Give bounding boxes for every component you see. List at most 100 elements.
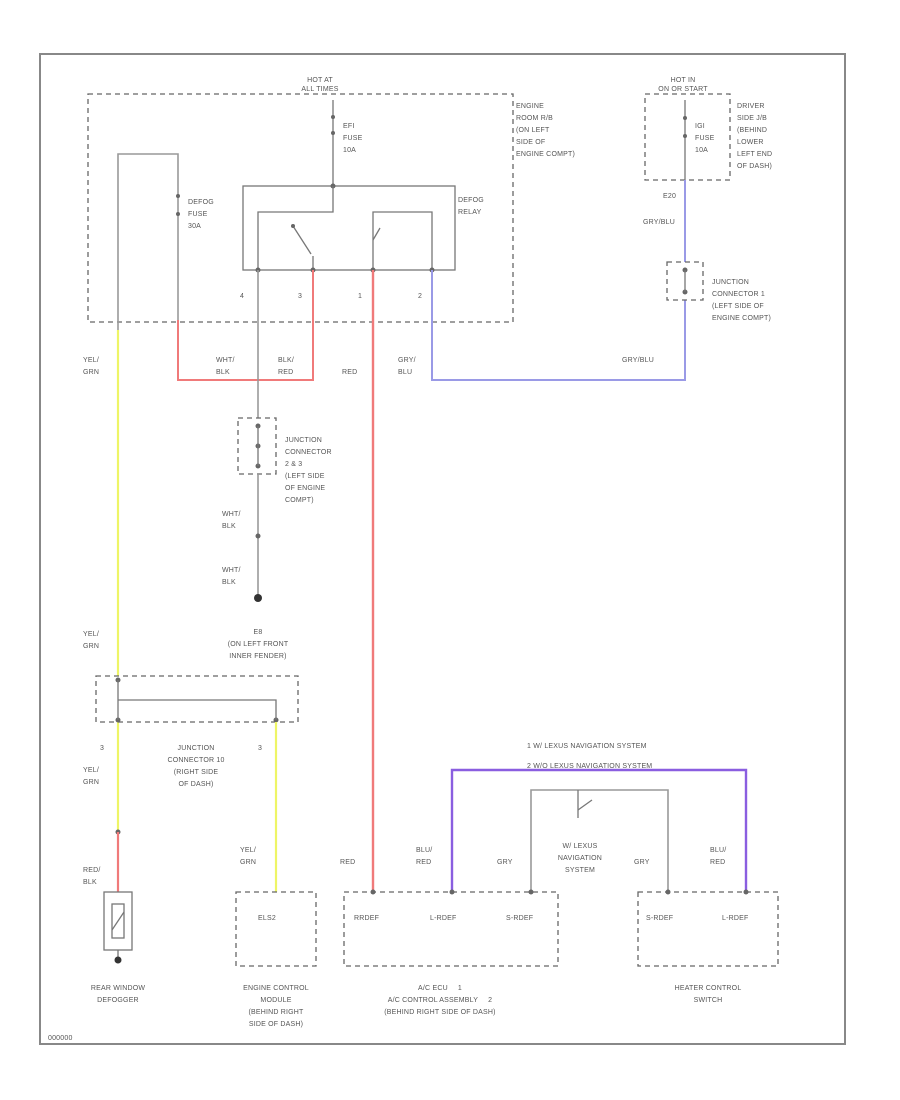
svg-text:BLK: BLK <box>83 879 97 886</box>
svg-text:HEATER CONTROL: HEATER CONTROL <box>675 985 742 992</box>
svg-text:OF DASH): OF DASH) <box>178 781 213 788</box>
diagram-id: 000000 <box>48 1035 73 1042</box>
svg-text:BLK: BLK <box>216 369 230 376</box>
svg-text:3: 3 <box>100 745 104 752</box>
svg-text:REAR WINDOW: REAR WINDOW <box>91 985 145 992</box>
svg-text:WHT/: WHT/ <box>222 511 241 518</box>
ecm-pin-label: ELS2 <box>258 915 276 922</box>
svg-text:RED: RED <box>416 859 431 866</box>
svg-text:(RIGHT SIDE: (RIGHT SIDE <box>174 769 219 776</box>
svg-text:BLK: BLK <box>222 579 236 586</box>
yel-grn-label-mid: YEL/ GRN <box>83 631 99 650</box>
ecm-box <box>235 891 317 967</box>
svg-text:(LEFT SIDE OF: (LEFT SIDE OF <box>712 303 764 310</box>
svg-text:(BEHIND: (BEHIND <box>737 127 767 134</box>
svg-text:SIDE OF DASH): SIDE OF DASH) <box>249 1021 303 1028</box>
blu-red-label-left: BLU/ RED <box>416 847 432 866</box>
efi-fuse-icon <box>331 100 335 186</box>
defog-relay-box <box>242 185 456 271</box>
red-fuse-to-relay-wire <box>177 270 314 381</box>
svg-text:YEL/: YEL/ <box>240 847 256 854</box>
ecm-label: ENGINE CONTROL MODULE (BEHIND RIGHT SIDE… <box>243 985 309 1028</box>
gry-blu-wire-label-top: GRY/BLU <box>643 219 675 226</box>
igi-fuse-icon <box>683 100 687 180</box>
svg-text:RED: RED <box>278 369 293 376</box>
ground-e8-label: E8 (ON LEFT FRONT INNER FENDER) <box>228 629 289 660</box>
svg-text:(ON LEFT FRONT: (ON LEFT FRONT <box>228 641 289 648</box>
svg-text:(ON LEFT: (ON LEFT <box>516 127 550 134</box>
ground-e8-icon <box>254 594 262 602</box>
svg-text:CONNECTOR: CONNECTOR <box>285 449 332 456</box>
wht-blk-label-low: WHT/ BLK <box>222 567 240 586</box>
e20-connector-label: E20 <box>663 193 676 200</box>
driver-side-jb-label: DRIVER SIDE J/B (BEHIND LOWER LEFT END O… <box>737 103 772 170</box>
efi-fuse-label: EFI FUSE 10A <box>343 123 363 154</box>
igi-fuse-label: IGI FUSE 10A <box>695 123 714 154</box>
rear-defogger-label: REAR WINDOW DEFOGGER <box>91 985 145 1004</box>
svg-text:CONNECTOR 1: CONNECTOR 1 <box>712 291 765 298</box>
hot-in-on-label: HOT IN ON OR START <box>658 77 708 93</box>
diagram-frame <box>39 53 846 1045</box>
svg-text:DEFOG: DEFOG <box>188 199 214 206</box>
svg-text:DEFOGGER: DEFOGGER <box>97 997 139 1004</box>
svg-text:NAVIGATION: NAVIGATION <box>558 855 602 862</box>
svg-text:3: 3 <box>258 745 262 752</box>
svg-text:2: 2 <box>418 293 422 300</box>
relay-coil-icon <box>372 211 433 270</box>
svg-text:2 W/O LEXUS NAVIGATION SYST: 2 W/O LEXUS NAVIGATION SYSTEM <box>527 763 652 770</box>
svg-text:ENGINE COMPT): ENGINE COMPT) <box>712 315 771 322</box>
engine-room-rb-label: ENGINE ROOM R/B (ON LEFT SIDE OF ENGINE … <box>516 103 575 158</box>
heater-switch-box <box>637 891 779 967</box>
svg-text:L-RDEF: L-RDEF <box>430 915 456 922</box>
svg-text:30A: 30A <box>188 223 201 230</box>
svg-text:W/ LEXUS: W/ LEXUS <box>562 843 597 850</box>
svg-text:YEL/: YEL/ <box>83 767 99 774</box>
yel-grn-label-top: YEL/ GRN <box>83 357 99 376</box>
defog-relay-label: DEFOG RELAY <box>458 197 484 216</box>
svg-text:BLK: BLK <box>222 523 236 530</box>
svg-text:(LEFT SIDE: (LEFT SIDE <box>285 473 325 480</box>
svg-text:ENGINE CONTROL: ENGINE CONTROL <box>243 985 309 992</box>
svg-text:LOWER: LOWER <box>737 139 764 146</box>
junction-connector-2-3-box <box>237 417 277 475</box>
svg-text:BLU/: BLU/ <box>416 847 432 854</box>
red-wire-label-low: RED <box>340 859 355 866</box>
svg-text:JUNCTION: JUNCTION <box>712 279 749 286</box>
nav-system-label: W/ LEXUS NAVIGATION SYSTEM <box>558 843 602 874</box>
svg-text:ALL TIMES: ALL TIMES <box>301 86 338 93</box>
heater-switch-label: HEATER CONTROL SWITCH <box>675 985 742 1004</box>
gry-label-left: GRY <box>497 859 513 866</box>
red-wire-label-top: RED <box>342 369 357 376</box>
svg-text:WHT/: WHT/ <box>216 357 235 364</box>
svg-text:GRN: GRN <box>83 643 99 650</box>
svg-text:10A: 10A <box>343 147 356 154</box>
red-blk-label: RED/ BLK <box>83 867 100 886</box>
svg-text:10A: 10A <box>695 147 708 154</box>
svg-text:GRN: GRN <box>240 859 256 866</box>
ac-ecu-box <box>343 891 559 967</box>
svg-text:L-RDEF: L-RDEF <box>722 915 748 922</box>
blk-red-label: BLK/ RED <box>278 357 294 376</box>
svg-text:GRY/: GRY/ <box>398 357 416 364</box>
engine-room-rb-box <box>87 93 514 323</box>
svg-text:GRN: GRN <box>83 779 99 786</box>
svg-text:HOT IN: HOT IN <box>671 77 696 84</box>
svg-text:OF ENGINE: OF ENGINE <box>285 485 325 492</box>
svg-text:ROOM R/B: ROOM R/B <box>516 115 553 122</box>
svg-text:3: 3 <box>298 293 302 300</box>
yel-grn-label-low: YEL/ GRN <box>83 767 99 786</box>
svg-text:FUSE: FUSE <box>343 135 363 142</box>
svg-text:SWITCH: SWITCH <box>694 997 723 1004</box>
svg-text:GRN: GRN <box>83 369 99 376</box>
svg-text:LEFT END: LEFT END <box>737 151 772 158</box>
svg-text:E8: E8 <box>254 629 263 636</box>
svg-text:MODULE: MODULE <box>260 997 291 1004</box>
svg-text:INNER FENDER): INNER FENDER) <box>229 653 286 660</box>
legend: 1 W/ LEXUS NAVIGATION SYSTEM 2 W/O LEXUS… <box>527 743 652 770</box>
junction-connector-1-box <box>666 261 704 301</box>
svg-text:4: 4 <box>240 293 244 300</box>
